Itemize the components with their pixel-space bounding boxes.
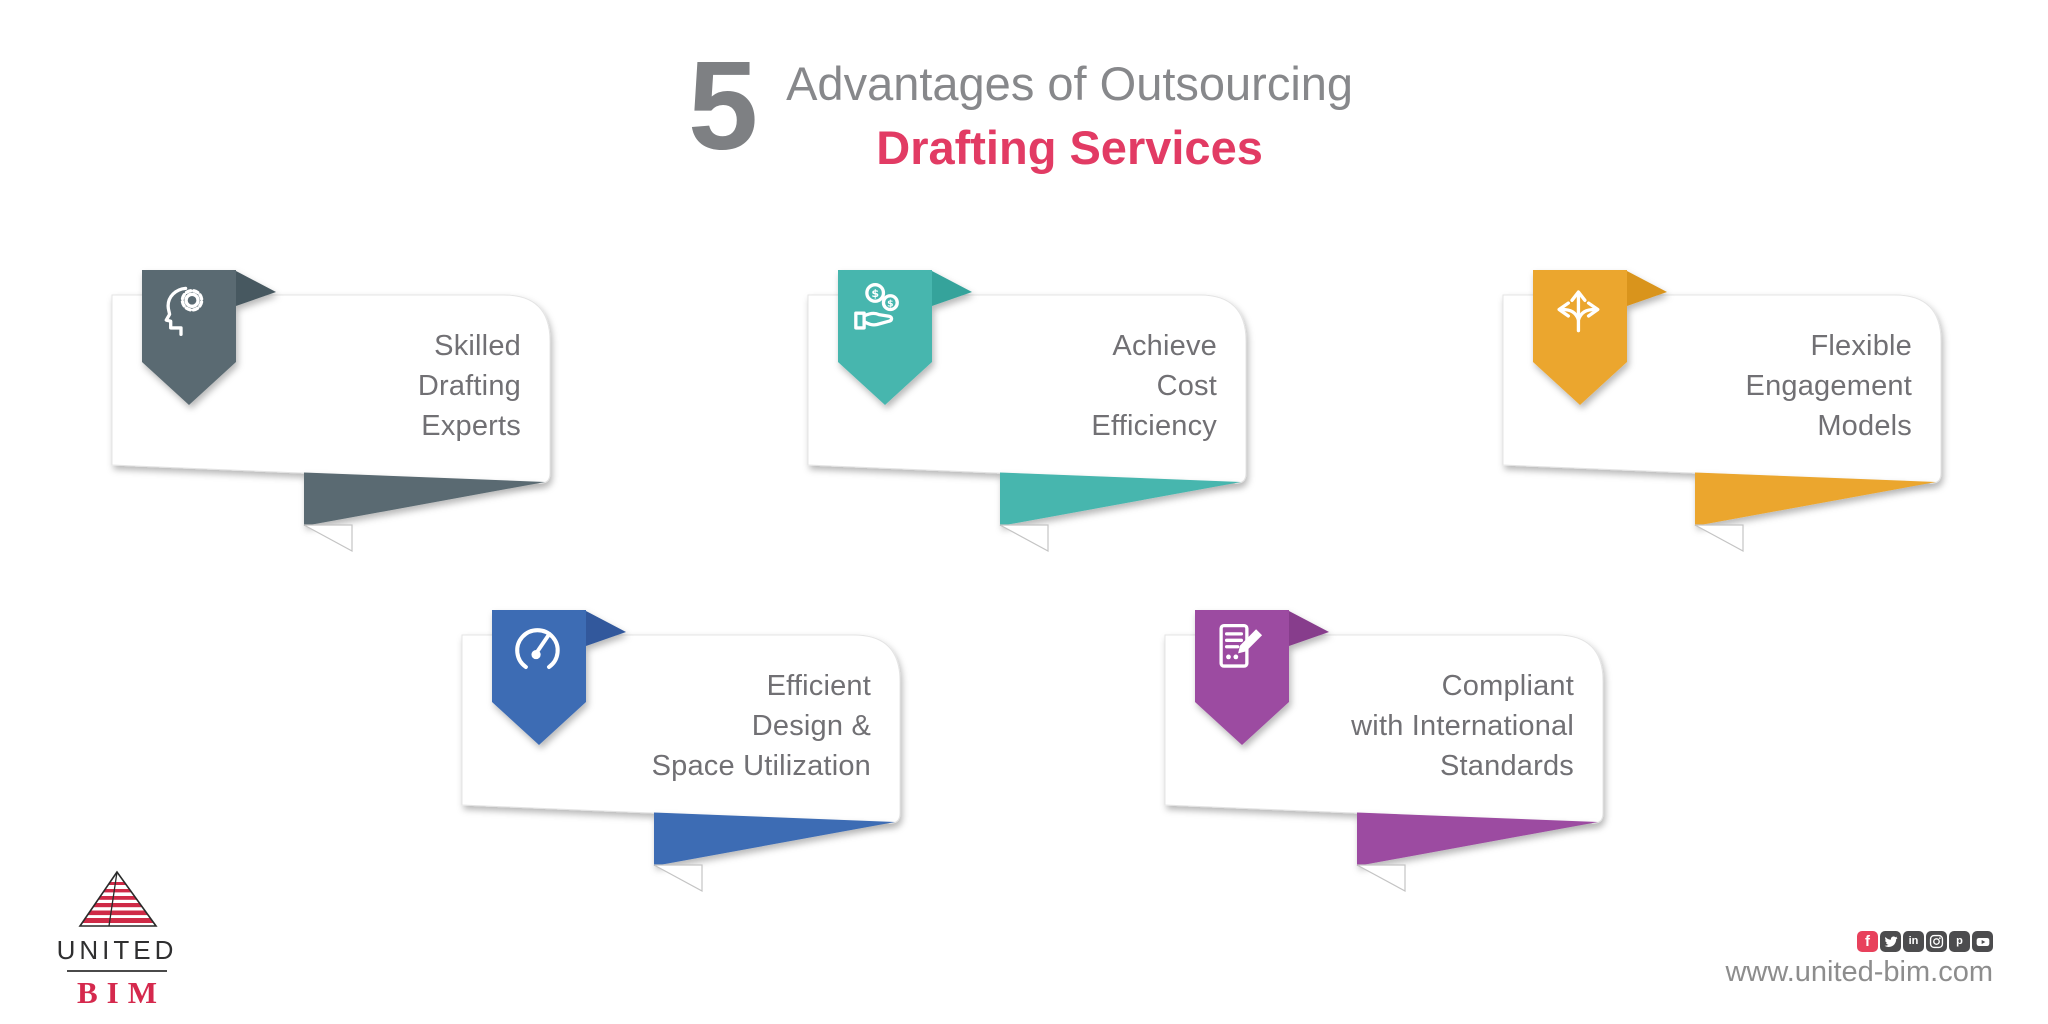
youtube-icon[interactable] [1972,931,1993,952]
advantage-card-skilled-drafting-experts: Skilled Drafting Experts [111,270,582,570]
card-text: Efficient Design & Space Utilization [652,666,871,786]
card-shape [461,610,901,893]
card-text-line: Achieve [1112,330,1217,362]
advantage-card-flexible-engagement-models: Flexible Engagement Models [1502,270,1973,570]
social-icons-row: f in p [1725,931,1993,952]
bookmark-body [1195,610,1289,745]
bookmark-pennant [1289,611,1329,646]
linkedin-icon[interactable]: in [1903,931,1924,952]
ribbon-fold [999,524,1049,553]
advantage-card-achieve-cost-efficiency: $ $ Achieve Cost Efficiency [807,270,1278,570]
advantage-card-compliant-international-standards: Compliant with International Standards [1164,610,1635,910]
card-text-line: Efficient [766,670,871,702]
card-shape [1164,610,1604,893]
bookmark-body [142,270,236,405]
gauge-icon [515,628,560,670]
headline: 5 Advantages of Outsourcing Drafting Ser… [688,35,1354,176]
website-url[interactable]: www.united-bim.com [1725,956,1993,988]
headline-line2: Drafting Services [876,121,1263,174]
headline-line1: Advantages of Outsourcing [786,57,1354,110]
ribbon-fold [1694,524,1744,553]
headline-number: 5 [688,35,759,176]
bookmark: $ $ [838,270,972,405]
logo-text-bim: BIM [77,975,166,1010]
card-shape: $ $ [807,270,1247,553]
bookmark-body [838,270,932,405]
ribbon-fold [1356,864,1406,893]
logo-text-united: UNITED [56,935,178,965]
bookmark [1533,270,1667,405]
branch-arrows-icon [1557,290,1600,333]
card-text: Compliant with International Standards [1351,666,1574,786]
bookmark [142,270,276,405]
advantage-card-efficient-design-space-utilization: Efficient Design & Space Utilization [461,610,932,910]
card-text-line: Standards [1440,750,1574,782]
card-text-line: Compliant [1441,670,1574,702]
document-pen-icon [1219,623,1263,668]
card-text: Achieve Cost Efficiency [1091,326,1217,446]
hand-coins-icon: $ $ [854,283,899,330]
card-text-line: Engagement [1745,370,1912,402]
bookmark [1195,610,1329,745]
bookmark-pennant [236,271,276,306]
pinterest-icon[interactable]: p [1949,931,1970,952]
card-text-line: with International [1351,710,1574,742]
facebook-icon[interactable]: f [1857,931,1878,952]
logo-divider [67,970,167,972]
card-text: Flexible Engagement Models [1746,326,1912,446]
card-ribbon [1000,472,1241,526]
card-ribbon [1695,472,1936,526]
card-text-line: Experts [421,410,521,442]
footer-links: f in p www.united-bim.com [1725,931,1993,989]
card-text-line: Drafting [417,370,521,402]
bookmark-pennant [932,271,972,306]
head-gear-icon [164,286,204,337]
card-text: Skilled Drafting Experts [418,326,521,446]
bookmark-pennant [1627,271,1667,306]
svg-text:$: $ [871,287,879,300]
card-text-line: Design & [751,710,871,742]
svg-text:$: $ [887,298,893,309]
card-text-line: Models [1817,410,1912,442]
card-shape [111,270,551,553]
card-ribbon [1357,812,1598,866]
united-bim-logo: UNITED BIM [48,870,186,1011]
card-shape [1502,270,1942,553]
ribbon-fold [303,524,353,553]
card-text-line: Cost [1156,370,1217,402]
card-text-line: Efficiency [1091,410,1217,442]
pyramid-logo-icon [78,870,158,927]
card-ribbon [654,812,895,866]
twitter-icon[interactable] [1880,931,1901,952]
card-text-line: Space Utilization [651,750,871,782]
ribbon-fold [653,864,703,893]
bookmark-pennant [586,611,626,646]
bookmark-body [1533,270,1627,405]
bookmark-body [492,610,586,745]
bookmark [492,610,626,745]
card-ribbon [304,472,545,526]
instagram-icon[interactable] [1926,931,1947,952]
card-text-line: Skilled [434,330,521,362]
card-text-line: Flexible [1810,330,1912,362]
